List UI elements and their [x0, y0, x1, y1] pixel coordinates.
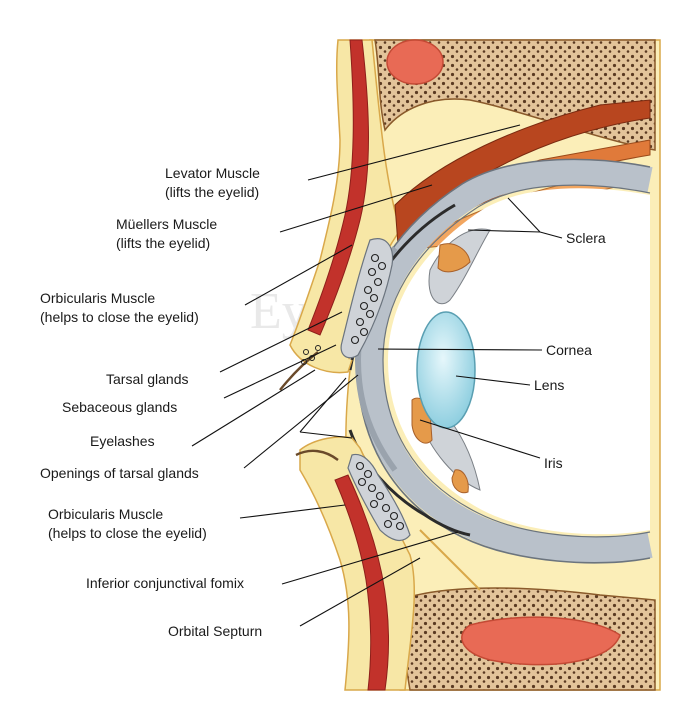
label-iris: Iris: [544, 455, 563, 471]
label-tarsal-glands: Tarsal glands: [106, 371, 189, 387]
lens-shape: [416, 311, 476, 429]
upper-bone-marrow: [386, 39, 444, 85]
label-levator-line1: Levator Muscle: [165, 165, 260, 181]
sclera: [356, 159, 653, 563]
lower-bone-marrow: [461, 616, 621, 666]
sebaceous-gland-marks: [301, 345, 321, 365]
label-inferior-fornix: Inferior conjunctival fomix: [86, 575, 244, 591]
label-orbital-septum: Orbital Septurn: [168, 623, 262, 639]
label-muellers-line2: (lifts the eyelid): [116, 235, 210, 251]
label-orbicularis-upper-line1: Orbicularis Muscle: [40, 290, 155, 306]
leader-lines: [191, 124, 563, 627]
label-lens: Lens: [534, 377, 564, 393]
label-sclera: Sclera: [566, 230, 606, 246]
label-cornea: Cornea: [546, 342, 592, 358]
label-openings-tarsal: Openings of tarsal glands: [40, 465, 199, 481]
choroid-line: [382, 184, 651, 538]
label-sebaceous-glands: Sebaceous glands: [62, 399, 177, 415]
lower-orbicularis-muscle: [334, 474, 389, 691]
orbital-septum-line: [419, 529, 481, 591]
lower-tarsal-glands: [355, 461, 405, 531]
label-orbicularis-lower-line1: Orbicularis Muscle: [48, 506, 163, 522]
label-orbicularis-lower-line2: (helps to close the eyelid): [48, 525, 207, 541]
upper-orbicularis-muscle: [307, 39, 369, 336]
label-eyelashes: Eyelashes: [90, 433, 155, 449]
label-orbicularis-upper-line2: (helps to close the eyelid): [40, 309, 199, 325]
upper-eyelid-margin: [289, 344, 353, 374]
upper-iris: [437, 243, 471, 273]
label-levator-line2: (lifts the eyelid): [165, 184, 259, 200]
lower-iris-root: [451, 469, 469, 494]
label-muellers-line1: Müellers Muscle: [116, 216, 217, 232]
upper-tarsal-glands: [350, 253, 387, 345]
lower-eyelash: [295, 449, 339, 461]
